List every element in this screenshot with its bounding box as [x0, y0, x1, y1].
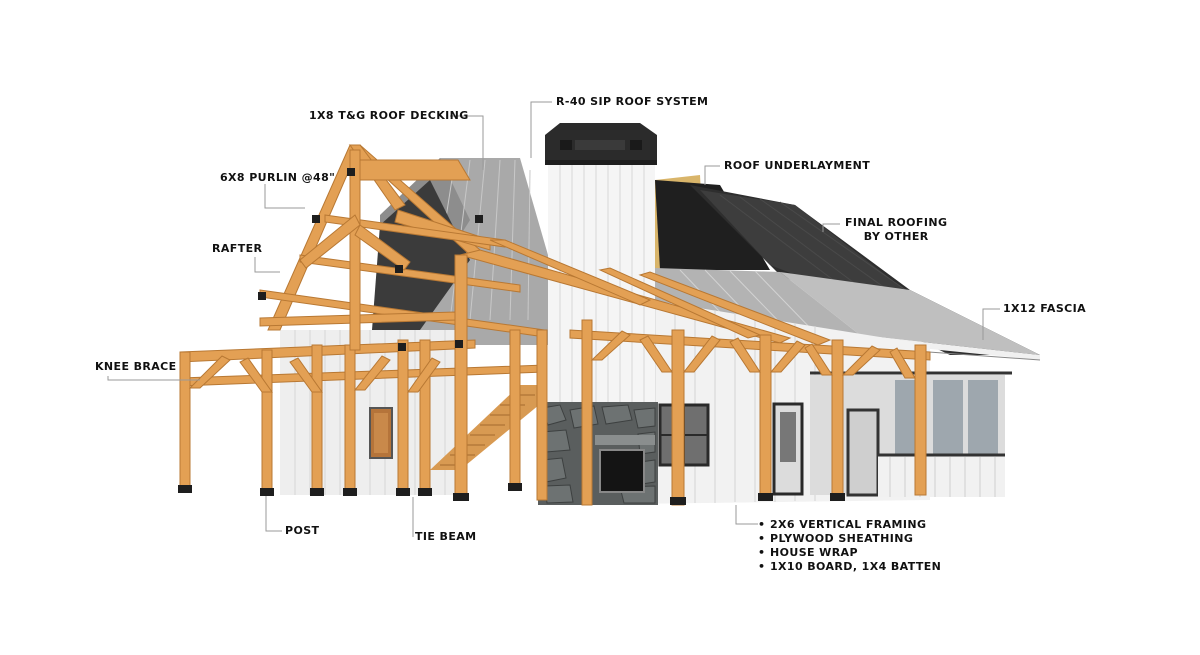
- wall-spec-item: 2X6 VERTICAL FRAMING: [758, 518, 941, 532]
- leader-final-roofing: [822, 223, 840, 232]
- leader-purlin: [264, 184, 305, 209]
- callout-final-roofing-line2: BY OTHER: [863, 230, 929, 243]
- wall-spec-item: PLYWOOD SHEATHING: [758, 532, 941, 546]
- leader-underlayment: [704, 165, 720, 185]
- callout-purlin: 6X8 PURLIN @48": [220, 171, 336, 184]
- callout-final-roofing-line1: FINAL ROOFING: [845, 216, 948, 229]
- wall-spec-item: HOUSE WRAP: [758, 546, 941, 560]
- callout-tie-beam: TIE BEAM: [415, 530, 477, 543]
- stone-fireplace: [538, 402, 658, 505]
- callout-knee-brace: KNEE BRACE: [95, 360, 177, 373]
- callout-post: POST: [285, 524, 320, 537]
- screened-porch: [810, 371, 1012, 497]
- callout-sip-roof-system: R-40 SIP ROOF SYSTEM: [556, 95, 709, 108]
- wall-spec-list: 2X6 VERTICAL FRAMING PLYWOOD SHEATHING H…: [758, 518, 941, 574]
- roof-underlayment: [655, 180, 770, 270]
- callout-final-roofing: FINAL ROOFING BY OTHER: [845, 216, 947, 244]
- timber-frame: [179, 144, 931, 506]
- leader-lines: [107, 101, 1000, 537]
- callout-roof-underlayment: ROOF UNDERLAYMENT: [724, 159, 871, 172]
- leader-wall-spec: [735, 505, 758, 525]
- leader-rafter: [254, 257, 280, 273]
- leader-knee-brace: [107, 376, 200, 381]
- callout-rafter: RAFTER: [212, 242, 263, 255]
- leader-roof-decking: [450, 115, 484, 170]
- leader-fascia: [982, 308, 1000, 340]
- wall-spec-callout: 2X6 VERTICAL FRAMING PLYWOOD SHEATHING H…: [758, 518, 941, 574]
- connector-plates: [178, 168, 845, 505]
- leader-post: [265, 496, 282, 532]
- leader-sip-roof: [530, 101, 552, 158]
- callout-fascia: 1X12 FASCIA: [1003, 302, 1087, 315]
- wall-spec-item: 1X10 BOARD, 1X4 BATTEN: [758, 560, 941, 574]
- callout-roof-decking: 1X8 T&G ROOF DECKING: [309, 109, 469, 122]
